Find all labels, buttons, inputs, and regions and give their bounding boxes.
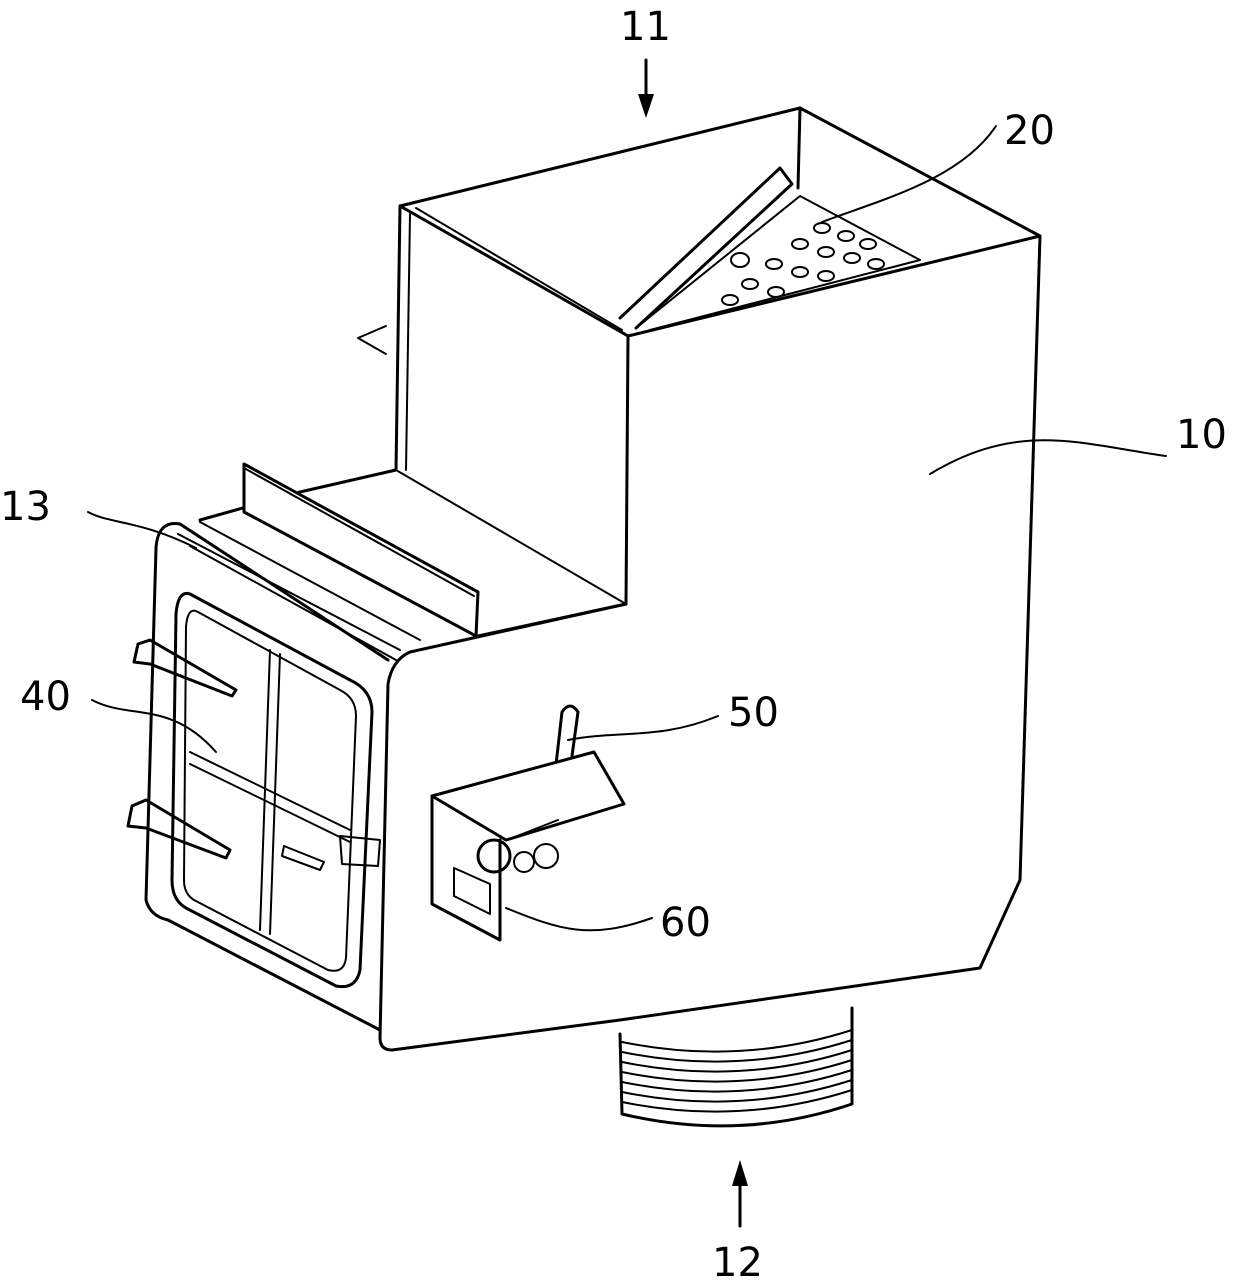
outlet-arrow bbox=[732, 1160, 748, 1228]
step-section bbox=[198, 462, 628, 638]
hopper bbox=[357, 106, 1042, 606]
label-10: 10 bbox=[1176, 412, 1227, 458]
threaded-outlet bbox=[618, 1006, 854, 1128]
screen-20 bbox=[618, 166, 921, 331]
main-body bbox=[144, 234, 1042, 1052]
inlet-arrow bbox=[638, 58, 654, 118]
leader-lines bbox=[87, 125, 1167, 932]
label-12: 12 bbox=[712, 1240, 763, 1286]
label-13: 13 bbox=[0, 484, 51, 530]
label-40: 40 bbox=[20, 674, 71, 720]
access-door-40 bbox=[126, 591, 381, 989]
label-11: 11 bbox=[620, 4, 671, 50]
label-50: 50 bbox=[728, 690, 779, 736]
label-60: 60 bbox=[660, 900, 711, 946]
reference-numerals: 11 20 10 13 40 50 60 12 bbox=[0, 4, 1227, 1286]
label-20: 20 bbox=[1004, 108, 1055, 154]
handle-and-lock bbox=[430, 704, 626, 942]
